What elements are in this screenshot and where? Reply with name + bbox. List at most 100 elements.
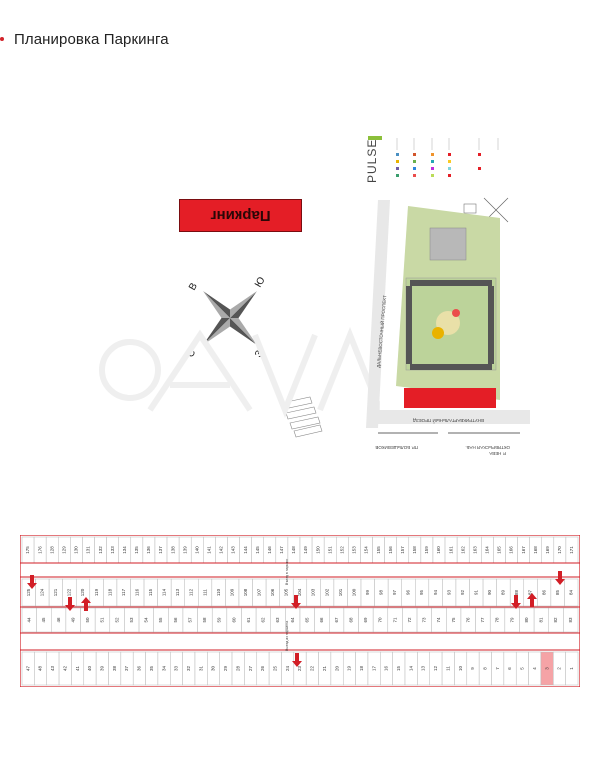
parking-space-number: 94 xyxy=(433,590,438,596)
parking-space-number: 131 xyxy=(86,546,91,554)
parking-space-number: 99 xyxy=(365,590,370,596)
parking-space-number: 19 xyxy=(347,666,352,672)
compass-west: С xyxy=(185,348,198,360)
parking-space-number: 110 xyxy=(216,588,221,596)
parking-space-number: 56 xyxy=(173,617,178,623)
parking-space-number: 139 xyxy=(182,546,187,554)
parking-space-number: 130 xyxy=(74,546,79,554)
parking-space[interactable] xyxy=(563,607,579,633)
parking-space-number: 151 xyxy=(327,546,332,554)
parking-space-number: 32 xyxy=(186,666,191,672)
parking-space-number: 61 xyxy=(246,617,251,623)
parking-space-number: 36 xyxy=(137,666,142,672)
parking-space-number: 145 xyxy=(255,546,260,554)
parking-space-number: 43 xyxy=(50,666,55,672)
parking-space-number: 11 xyxy=(445,666,450,671)
parking-space-number: 55 xyxy=(158,617,163,623)
parking-space-number: 64 xyxy=(290,617,295,623)
parking-space-number: 153 xyxy=(352,546,357,554)
parking-space-number: 27 xyxy=(248,666,253,672)
parking-space-number: 134 xyxy=(122,546,127,554)
parking-space-number: 58 xyxy=(202,617,207,623)
parking-space-number: 59 xyxy=(217,617,222,623)
parking-space-number: 7 xyxy=(495,667,500,670)
parking-space-number: 176 xyxy=(37,546,42,554)
parking-space-number: 93 xyxy=(446,590,451,596)
parking-space-number: 1 xyxy=(569,667,574,670)
parking-space-number: 143 xyxy=(231,546,236,554)
parking-space-number: 46 xyxy=(56,617,61,623)
parking-space-number: 74 xyxy=(436,617,441,623)
parking-space-number: 34 xyxy=(161,666,166,672)
parking-space-number: 21 xyxy=(322,666,327,672)
map-road-inner: ВНУТРИКВАРТАЛЬНЫЙ ПРОЕЗД xyxy=(413,418,484,425)
parking-space-number: 133 xyxy=(110,546,115,554)
parking-space-number: 51 xyxy=(100,617,105,623)
parking-space-number: 97 xyxy=(392,590,397,596)
map-road-bottom-3: ПР. БОЛЬШЕВИКОВ xyxy=(375,445,418,450)
parking-space-number: 16 xyxy=(384,666,389,672)
parking-space[interactable] xyxy=(564,578,579,607)
parking-space-number: 5 xyxy=(520,667,525,670)
parking-space-number: 4 xyxy=(532,667,537,670)
parking-space-number: 42 xyxy=(62,666,67,672)
parking-space-number: 44 xyxy=(27,617,32,623)
parking-space-number: 9 xyxy=(470,667,475,670)
parking-space-number: 63 xyxy=(275,617,280,623)
parking-space-number: 144 xyxy=(243,546,248,554)
parking-space-number: 65 xyxy=(305,617,310,623)
header: Планировка Паркинга xyxy=(0,26,169,52)
parking-space-number: 40 xyxy=(87,666,92,672)
parking-space-number: 26 xyxy=(260,666,265,672)
parking-space-number: 31 xyxy=(198,666,203,672)
parking-space-number: 49 xyxy=(70,617,75,623)
parking-space-number: 77 xyxy=(480,617,485,623)
parking-space-number: 149 xyxy=(303,546,308,554)
parking-space-number: 140 xyxy=(194,546,199,554)
parking-space-number: 75 xyxy=(451,617,456,623)
parking-space-number: 138 xyxy=(170,546,175,554)
parking-space-number: 41 xyxy=(75,666,80,672)
parking-space-number: 25 xyxy=(272,666,277,672)
parking-space-number: 24 xyxy=(285,666,290,672)
parking-space-number: 15 xyxy=(396,666,401,672)
plan-entry-label: Въезд в паркинг xyxy=(285,558,289,585)
parking-space-number: 14 xyxy=(408,666,413,672)
parking-space-number: 116 xyxy=(134,588,139,596)
parking-space-number: 35 xyxy=(149,666,154,672)
parking-space-number: 67 xyxy=(334,617,339,623)
map-parking-area xyxy=(404,388,496,408)
parking-space-number: 71 xyxy=(392,617,397,623)
parking-space-number: 52 xyxy=(114,617,119,623)
parking-space-number: 54 xyxy=(144,617,149,623)
parking-space-number: 37 xyxy=(124,666,129,672)
compass-south: З xyxy=(253,349,266,360)
parking-space-number: 76 xyxy=(465,617,470,623)
parking-space-number: 142 xyxy=(219,546,224,554)
parking-space-number: 147 xyxy=(279,546,284,554)
map-brand: PULSE xyxy=(365,139,379,183)
parking-space-number: 92 xyxy=(460,590,465,596)
parking-space-number: 82 xyxy=(553,617,558,623)
compass-rose: В Ю З С xyxy=(185,275,268,360)
parking-space-number: 88 xyxy=(514,590,519,596)
parking-space-number: 78 xyxy=(495,617,500,623)
parking-space-number: 114 xyxy=(162,588,167,596)
parking-space-number: 66 xyxy=(319,617,324,623)
map-road-bottom-1: ОКТЯБРЬСКАЯ НАБ. xyxy=(465,445,510,450)
parking-space-number: 104 xyxy=(297,588,302,596)
parking-space-number: 155 xyxy=(376,546,381,554)
parking-space-number: 18 xyxy=(359,666,364,672)
parking-space[interactable] xyxy=(565,651,579,686)
parking-space-number: 122 xyxy=(67,588,72,596)
parking-space-number: 156 xyxy=(388,546,393,554)
parking-space-number: 112 xyxy=(189,588,194,596)
plan-exit-label: Выезд из паркинга xyxy=(285,621,289,651)
parking-space-number: 162 xyxy=(460,546,465,554)
parking-space-number: 70 xyxy=(378,617,383,623)
parking-space-number: 68 xyxy=(348,617,353,623)
parking-space-number: 17 xyxy=(371,666,376,672)
parking-space-number: 158 xyxy=(412,546,417,554)
parking-space-number: 106 xyxy=(270,588,275,596)
